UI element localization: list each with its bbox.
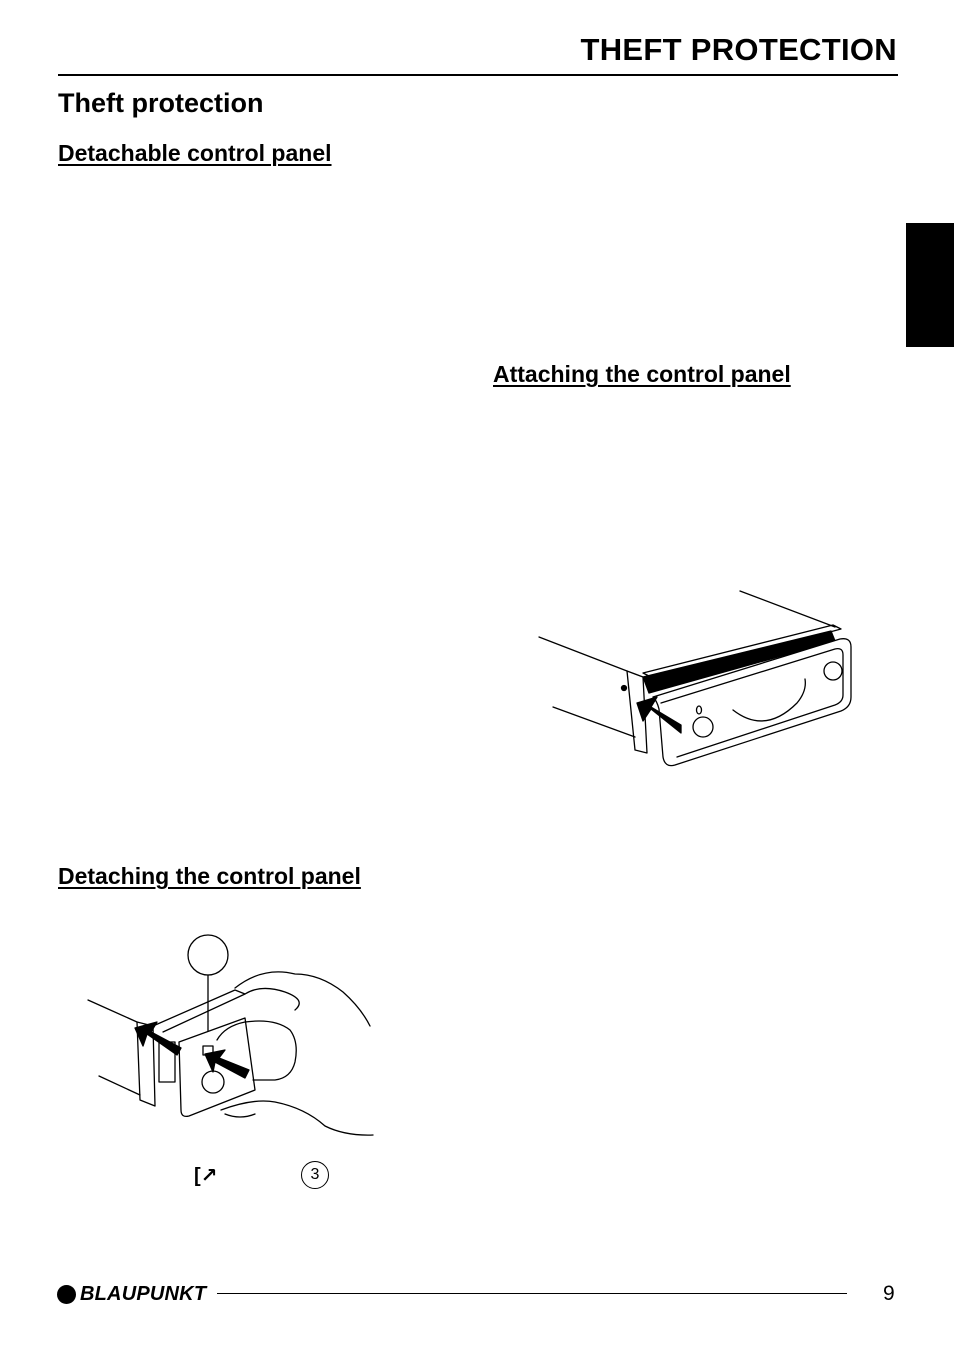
page-number: 9 [883, 1282, 895, 1305]
detach-panel-illustration [87, 934, 374, 1136]
subheading-detachable-control-panel: Detachable control panel [58, 140, 332, 166]
brand-name: BLAUPUNKT [80, 1283, 207, 1305]
page-header-title: THEFT PROTECTION [580, 32, 897, 67]
reference-number-circle: 3 [301, 1161, 329, 1189]
subheading-attaching-control-panel: Attaching the control panel [493, 361, 791, 387]
logo-dot-icon [57, 1285, 76, 1304]
brand-logo: BLAUPUNKT [57, 1283, 206, 1306]
subheading-detaching-control-panel: Detaching the control panel [58, 863, 361, 889]
release-button-symbol: [↗ [194, 1165, 218, 1187]
attach-panel-illustration [538, 590, 852, 767]
header-rule [58, 74, 898, 76]
reference-number: 3 [310, 1166, 320, 1183]
section-title: Theft protection [58, 88, 264, 118]
language-side-tab [906, 223, 954, 347]
footer-rule [217, 1293, 847, 1294]
